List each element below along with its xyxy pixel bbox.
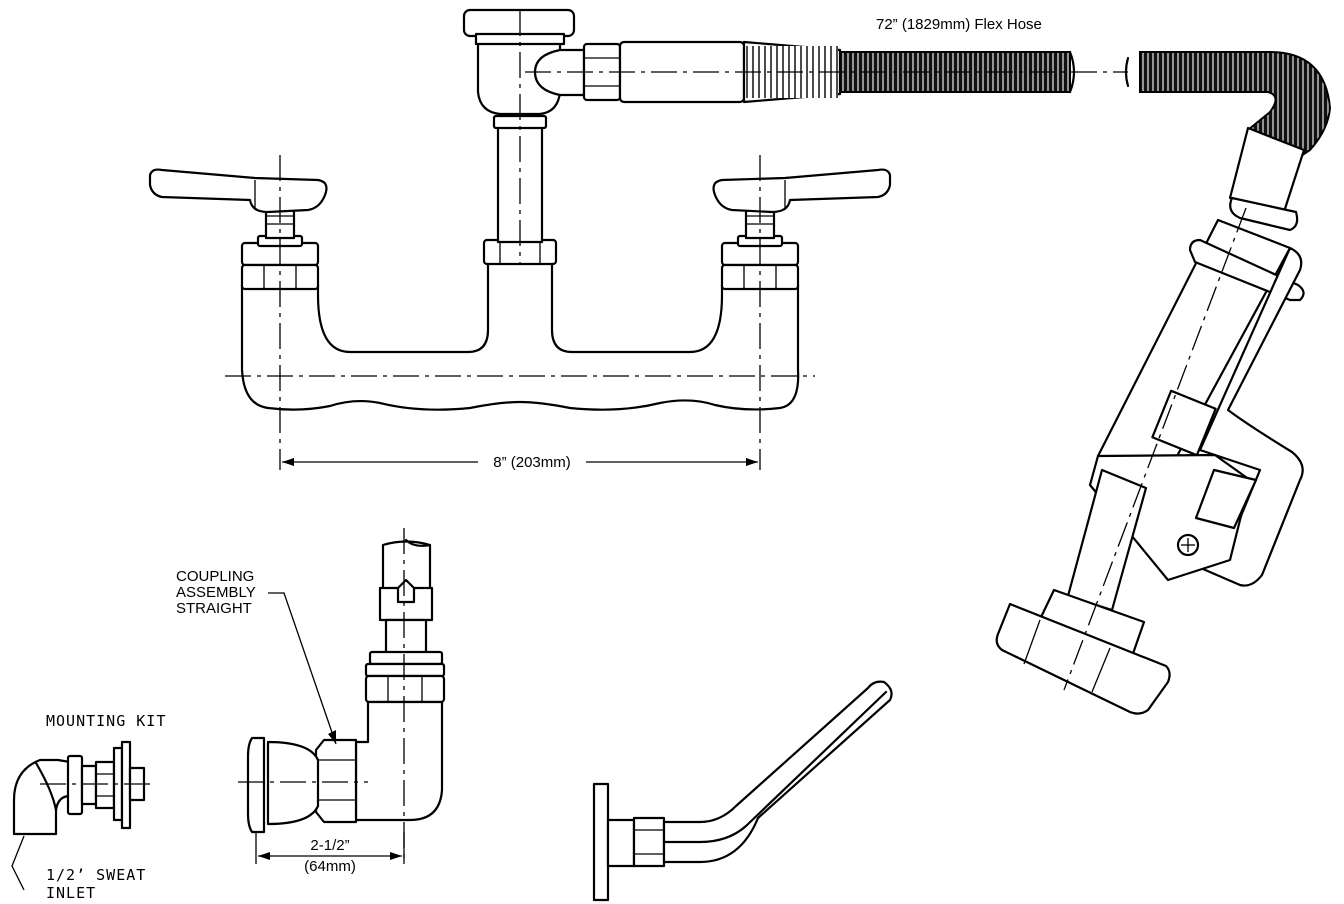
coupling-label-line1: COUPLING [176,568,254,585]
center-lines [225,10,1247,691]
coupling-label-line3: STRAIGHT [176,600,252,617]
dimension-8in: 8” (203mm) [282,454,758,471]
spray-valve [995,126,1306,715]
coupling-label-line2: ASSEMBLY [176,584,256,601]
offset-dimension-line2: (64mm) [304,858,356,875]
flex-hose-label: 72” (1829mm) Flex Hose [876,16,1042,33]
faucet-body [240,260,800,411]
center-riser [462,8,586,266]
hose-connector [582,40,842,104]
offset-dimension-line1: 2-1/2” [310,837,349,854]
sweat-inlet-label-line2: INLET [46,884,96,902]
side-view-assembly [238,528,446,862]
right-lever-handle [712,168,892,214]
sweat-inlet-label-line1: 1/2’ SWEAT [46,866,146,884]
mounting-kit-label: MOUNTING KIT [46,712,166,730]
left-lever-handle [148,168,328,214]
coupling-callout: COUPLING ASSEMBLY STRAIGHT [176,568,337,745]
flex-hose-label-group: 72” (1829mm) Flex Hose [876,16,1042,33]
mounting-kit: MOUNTING KIT 1/2’ SWEAT INLET [11,712,166,902]
wall-bracket-nozzle [592,680,893,902]
centers-dimension-label: 8” (203mm) [493,454,571,471]
dimension-2-5in: 2-1/2” (64mm) [255,832,405,875]
